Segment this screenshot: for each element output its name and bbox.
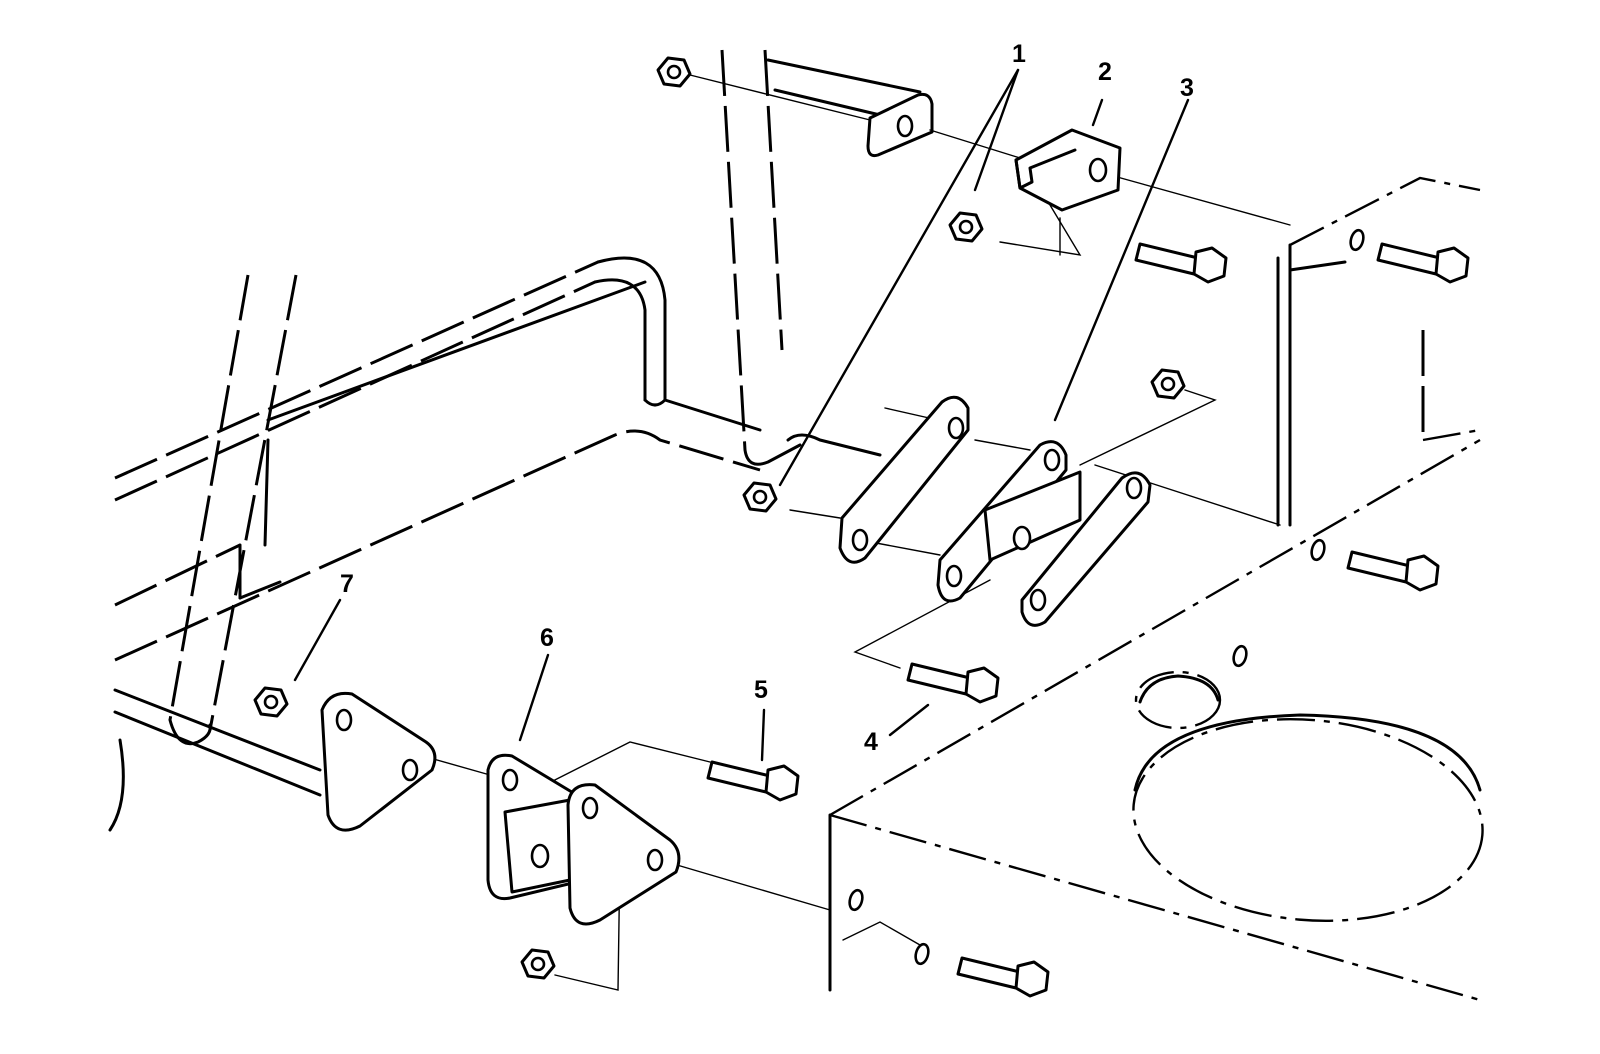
housing-body [828, 176, 1484, 1002]
callout-3: 3 [1180, 74, 1194, 102]
hex-bolt-icon [1376, 242, 1470, 284]
callout-4: 4 [864, 728, 878, 756]
frame-tubes [108, 256, 762, 832]
hex-bolt-icon [906, 662, 1000, 704]
callout-labels: 1 2 3 4 5 6 7 [340, 40, 1194, 756]
callout-1: 1 [1012, 40, 1026, 68]
hex-bolt-icon [706, 760, 800, 802]
vertical-bracket [720, 49, 934, 466]
leader-lines [293, 68, 1190, 762]
link-plate [838, 395, 970, 564]
lower-clevis-bracket [486, 753, 681, 926]
clevis-bracket [936, 440, 1152, 627]
callout-7: 7 [340, 570, 354, 598]
callout-6: 6 [540, 624, 554, 652]
triangular-plate [320, 691, 437, 832]
callout-2: 2 [1098, 58, 1112, 86]
hex-bolt-icon [956, 956, 1050, 998]
hex-nut-icon [742, 481, 778, 513]
callout-5: 5 [754, 676, 768, 704]
bolts [706, 242, 1470, 998]
housing-holes [848, 228, 1365, 966]
hex-bolt-icon [1346, 550, 1440, 592]
hex-nut-icon [520, 948, 556, 980]
hex-nut-icon [948, 211, 984, 243]
u-channel-bracket [1014, 128, 1122, 212]
nuts [253, 56, 1186, 980]
hex-nut-icon [656, 56, 692, 88]
hex-bolt-icon [1134, 242, 1228, 284]
assembly-centerlines [339, 74, 1291, 991]
hex-nut-icon [253, 686, 289, 718]
hex-nut-icon [1150, 368, 1186, 400]
